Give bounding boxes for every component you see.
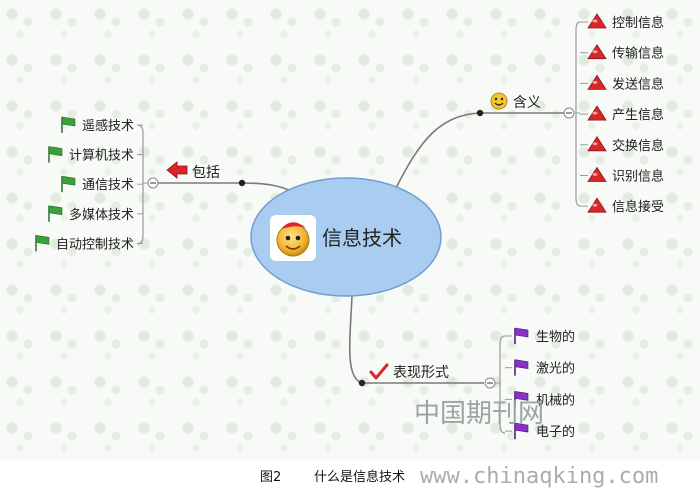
meaning-item-label: 产生信息 — [612, 107, 664, 123]
meaning-item-label: 交换信息 — [612, 138, 664, 154]
branch-includes[interactable]: 包括 — [166, 161, 220, 181]
warning-triangle-icon — [587, 166, 607, 182]
center-node[interactable]: 信息技术 — [250, 177, 442, 297]
branch-meaning-label: 含义 — [513, 95, 541, 111]
includes-item[interactable]: 自动控制技术 — [35, 235, 143, 252]
includes-item-label: 遥感技术 — [82, 118, 134, 134]
main-connectors — [155, 109, 565, 387]
forms-item-label: 激光的 — [536, 361, 575, 377]
forms-item-label: 电子的 — [536, 424, 575, 440]
green-flag-icon — [48, 146, 63, 163]
caption-figure-number: 图2 — [260, 470, 281, 485]
purple-flag-icon — [514, 327, 529, 344]
forms-item-label: 机械的 — [536, 392, 575, 408]
includes-item[interactable]: 通信技术 — [61, 175, 143, 193]
includes-item[interactable]: 多媒体技术 — [48, 205, 143, 223]
left-arrow-icon — [166, 161, 188, 179]
forms-item[interactable]: 生物的 — [505, 327, 575, 345]
includes-item-label: 计算机技术 — [69, 149, 134, 164]
collapse-toggle-includes[interactable] — [147, 177, 159, 189]
green-flag-icon — [61, 175, 76, 193]
checkmark-icon — [369, 363, 389, 380]
meaning-item[interactable]: 信息接受 — [580, 197, 664, 215]
meaning-item[interactable]: 发送信息 — [580, 74, 664, 92]
meaning-item-label: 识别信息 — [612, 169, 664, 185]
watermark-text: 中国期刊网 — [414, 399, 544, 429]
warning-triangle-icon — [587, 105, 607, 121]
forms-item[interactable]: 机械的 — [505, 391, 575, 408]
caption-title: 什么是信息技术 — [314, 469, 405, 485]
includes-item[interactable]: 计算机技术 — [48, 146, 143, 164]
warning-triangle-icon — [587, 74, 607, 90]
green-flag-icon — [48, 205, 63, 222]
warning-triangle-icon — [587, 136, 607, 152]
meaning-item[interactable]: 传输信息 — [580, 43, 664, 62]
forms-item[interactable]: 激光的 — [505, 359, 575, 377]
meaning-item-label: 发送信息 — [612, 76, 664, 92]
includes-item-label: 多媒体技术 — [69, 207, 134, 223]
cartoon-face-icon — [270, 215, 316, 261]
includes-item-label: 自动控制技术 — [56, 237, 134, 252]
warning-triangle-icon — [587, 197, 607, 213]
purple-flag-icon — [514, 391, 529, 408]
meaning-item[interactable]: 识别信息 — [580, 166, 664, 185]
branch-forms-label: 表现形式 — [393, 365, 449, 381]
purple-flag-icon — [514, 422, 529, 440]
meaning-bracket — [575, 21, 581, 207]
green-flag-icon — [61, 116, 76, 133]
branch-forms[interactable]: 表现形式 — [369, 363, 449, 381]
url-watermark: www.chinaqking.com — [420, 464, 658, 489]
forms-bracket — [499, 335, 506, 434]
smiley-icon — [490, 92, 508, 110]
green-flag-icon — [35, 235, 50, 252]
meaning-item-label: 信息接受 — [612, 199, 664, 215]
meaning-item[interactable]: 控制信息 — [580, 13, 664, 31]
meaning-item-label: 传输信息 — [612, 46, 664, 62]
warning-triangle-icon — [587, 13, 607, 29]
includes-item[interactable]: 遥感技术 — [61, 116, 143, 134]
meaning-item[interactable]: 交换信息 — [580, 136, 664, 154]
collapse-toggle-forms[interactable] — [484, 377, 496, 389]
figure-caption: 图2 什么是信息技术 — [260, 469, 405, 485]
branch-meaning[interactable]: 含义 — [490, 92, 541, 111]
forms-item-label: 生物的 — [536, 329, 575, 345]
collapse-toggle-meaning[interactable] — [563, 107, 575, 119]
branch-includes-label: 包括 — [192, 165, 220, 181]
meaning-item[interactable]: 产生信息 — [580, 105, 664, 123]
meaning-item-label: 控制信息 — [612, 15, 664, 31]
includes-item-label: 通信技术 — [82, 178, 134, 193]
center-label: 信息技术 — [322, 226, 402, 250]
forms-item[interactable]: 电子的 — [505, 422, 575, 440]
warning-triangle-icon — [587, 43, 607, 60]
purple-flag-icon — [514, 359, 529, 376]
